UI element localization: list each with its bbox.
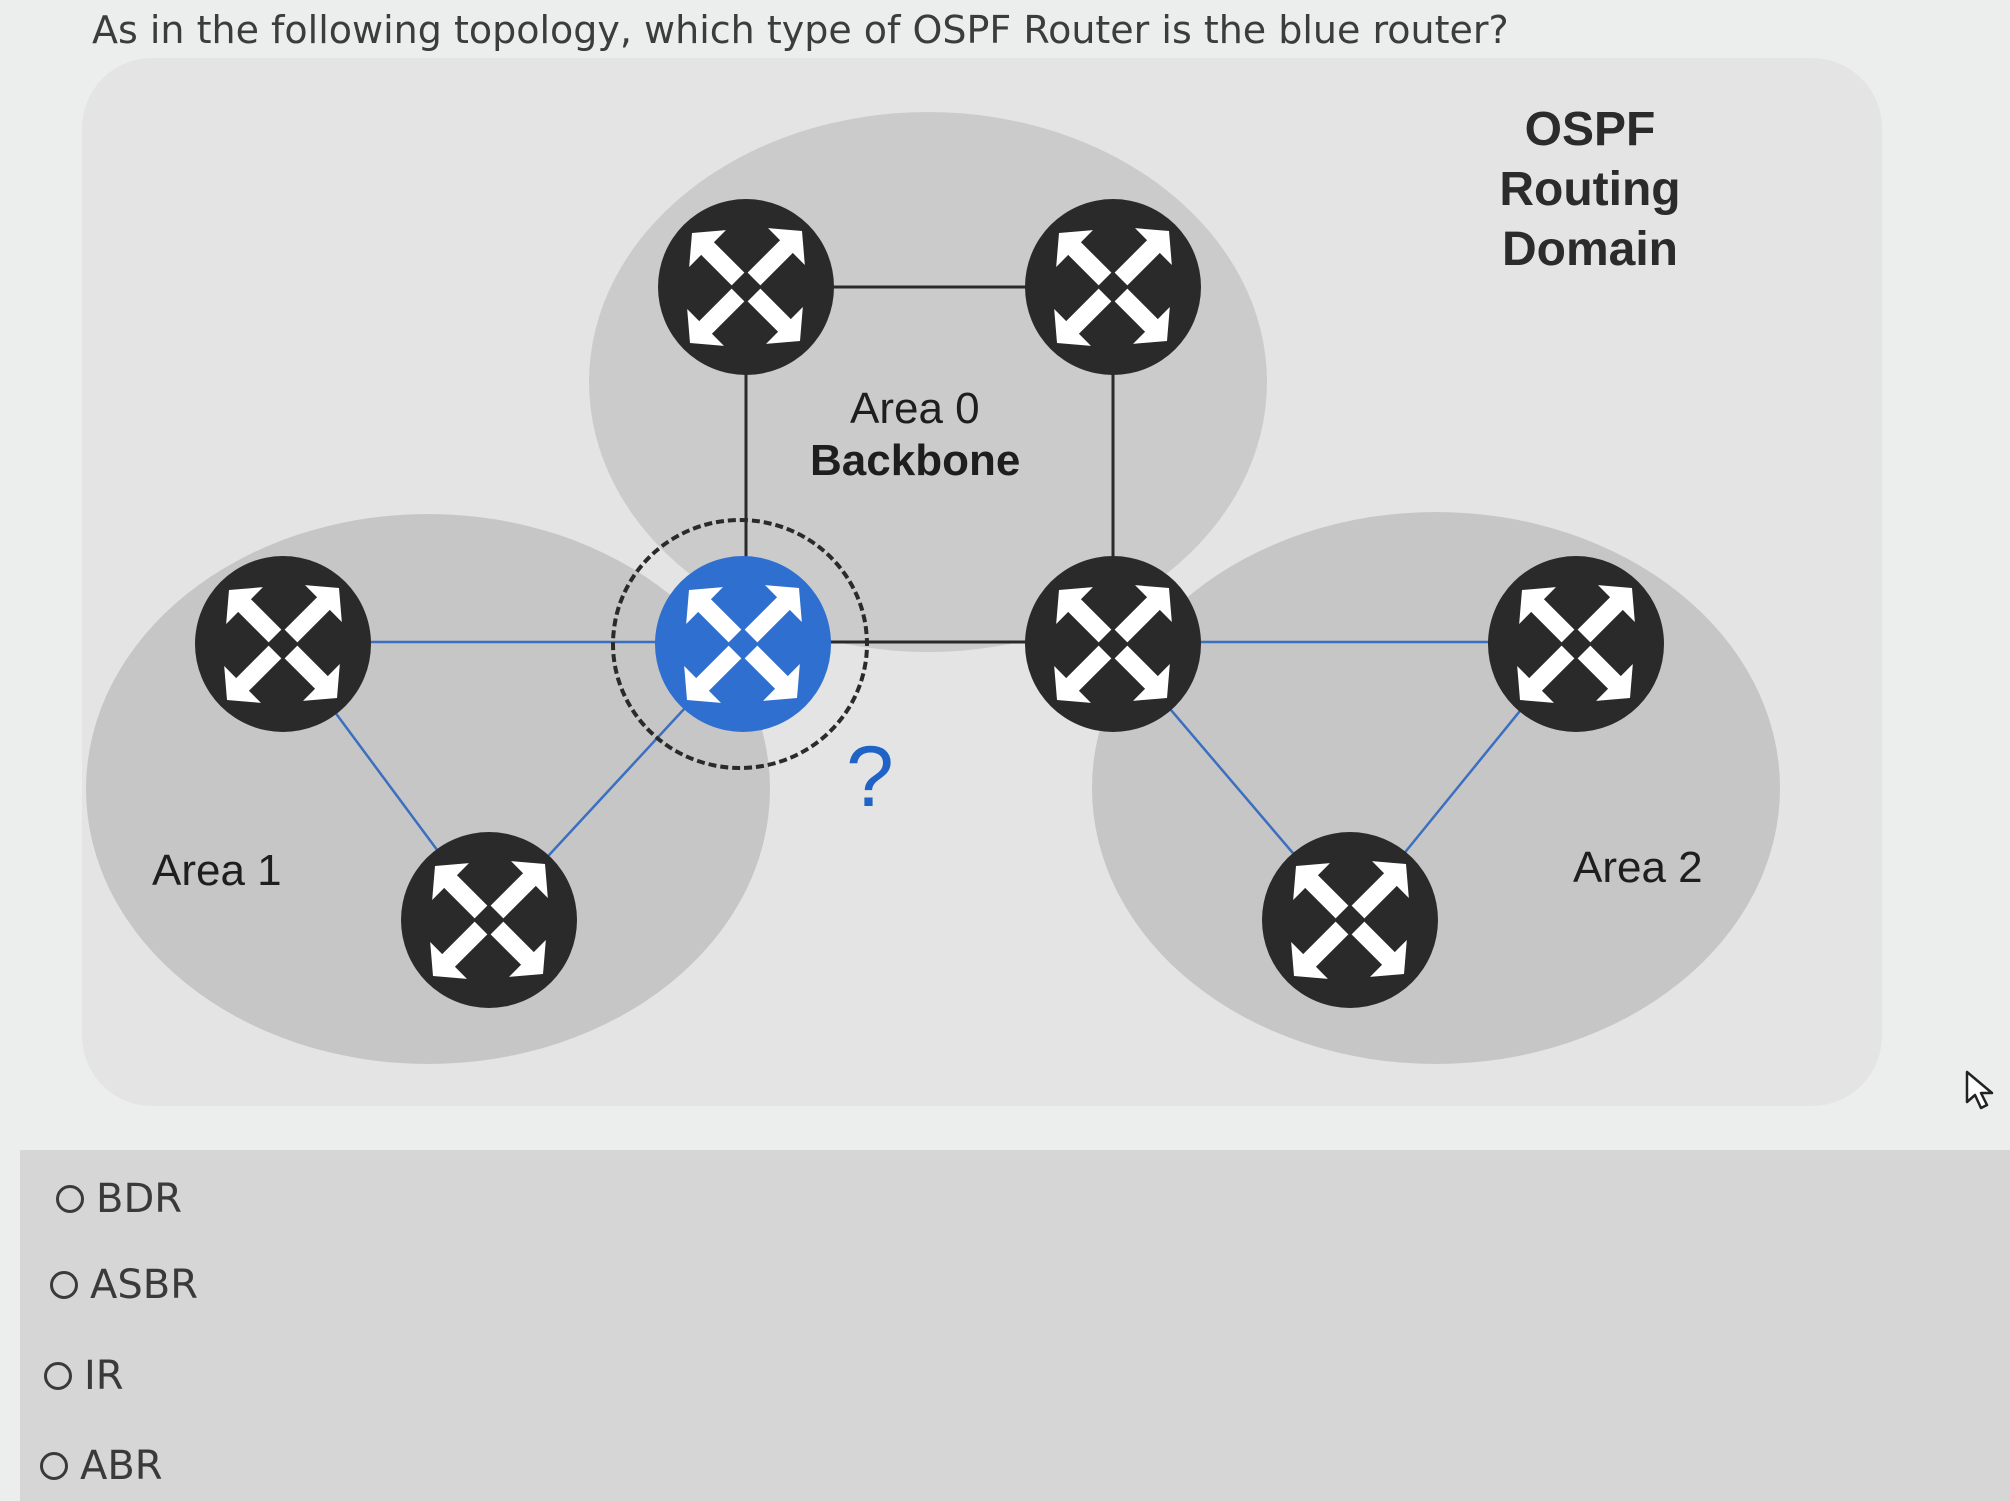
router-area1-left: [195, 556, 371, 732]
domain-label-line-2: Routing: [1499, 163, 1681, 216]
option-ir-label: IR: [84, 1353, 124, 1399]
area-2-label: Area 2: [1573, 843, 1703, 892]
router-backbone-top-left: [658, 199, 834, 375]
router-icon: [1054, 228, 1172, 346]
router-icon: [1291, 861, 1409, 979]
router-backbone-bottom-right: [1025, 556, 1201, 732]
question-mark: ?: [846, 729, 894, 825]
radio-asbr[interactable]: [50, 1271, 78, 1299]
router-icon: [1054, 585, 1172, 703]
ospf-routing-domain-label: OSPF Routing Domain: [1470, 100, 1710, 280]
domain-label-line-1: OSPF: [1524, 103, 1656, 156]
answer-options-panel: [20, 1150, 2010, 1501]
router-blue-target: [655, 556, 831, 732]
radio-abr[interactable]: [40, 1452, 68, 1480]
option-abr-label: ABR: [80, 1443, 163, 1489]
option-bdr-label: BDR: [96, 1176, 183, 1222]
router-area1-bottom: [401, 832, 577, 1008]
router-area2-bottom: [1262, 832, 1438, 1008]
option-asbr[interactable]: ASBR: [50, 1262, 198, 1308]
mouse-pointer-icon: [1965, 1070, 1994, 1110]
question-text: As in the following topology, which type…: [92, 8, 1509, 52]
domain-label-line-3: Domain: [1501, 223, 1678, 276]
router-backbone-top-right: [1025, 199, 1201, 375]
router-icon: [1517, 585, 1635, 703]
router-icon: [684, 585, 802, 703]
area-0-label: Area 0: [850, 384, 980, 433]
router-icon: [430, 861, 548, 979]
option-ir[interactable]: IR: [44, 1353, 124, 1399]
option-bdr[interactable]: BDR: [56, 1176, 182, 1222]
backbone-label: Backbone: [810, 436, 1021, 485]
area-1-label: Area 1: [152, 846, 282, 895]
area-2-zone: [1092, 512, 1780, 1064]
blue-router-highlight-ring: [611, 518, 869, 770]
radio-bdr[interactable]: [56, 1185, 84, 1213]
radio-ir[interactable]: [44, 1362, 72, 1390]
option-abr[interactable]: ABR: [40, 1443, 163, 1489]
router-area2-right: [1488, 556, 1664, 732]
router-icon: [687, 228, 805, 346]
option-asbr-label: ASBR: [90, 1262, 198, 1308]
router-icon: [224, 585, 342, 703]
